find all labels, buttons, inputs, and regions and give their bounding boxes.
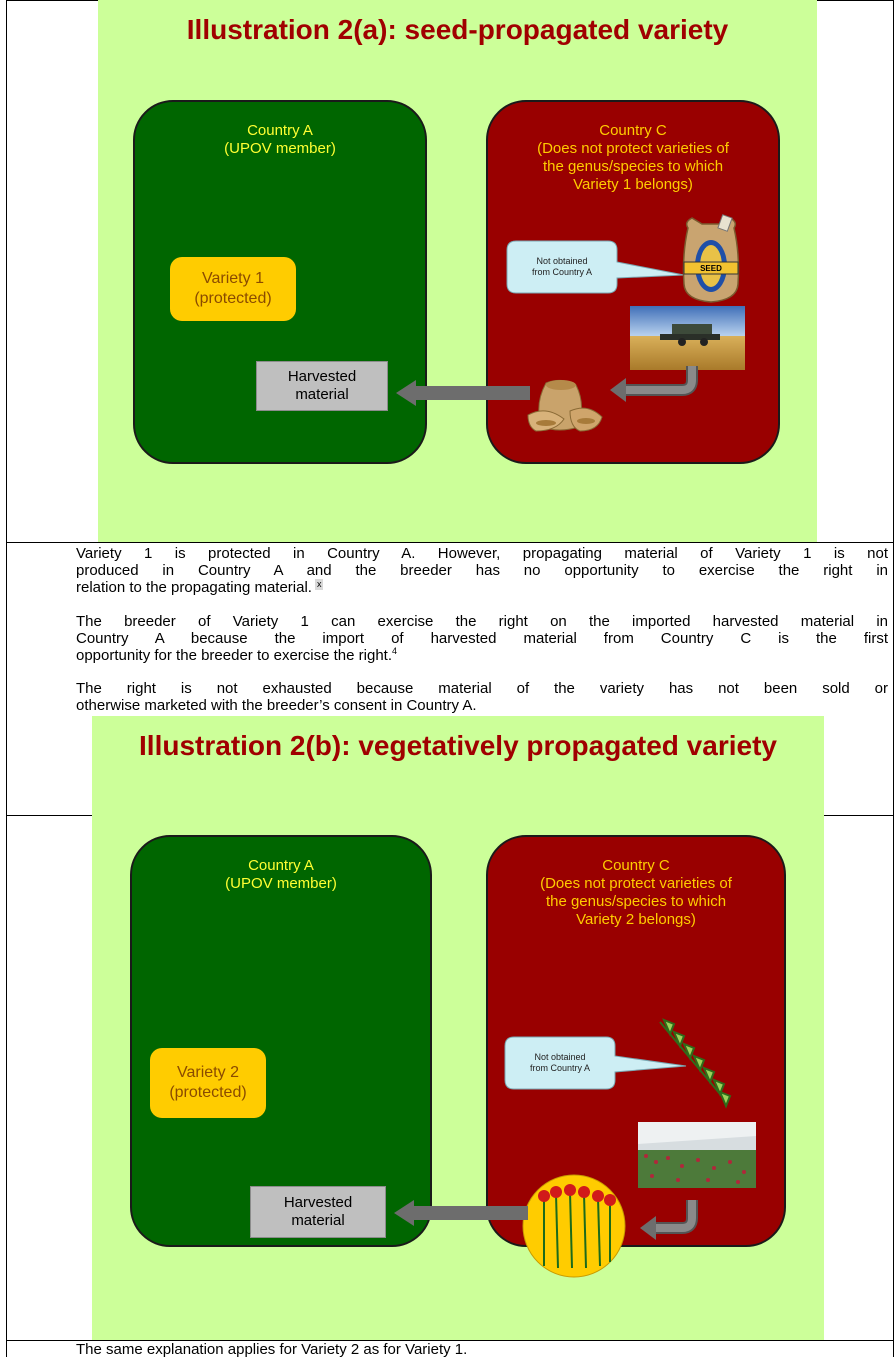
paragraph-3-line-1: The right is not exhausted because mater… (76, 680, 888, 697)
country-c-name: Country C (602, 857, 670, 874)
table-rule-3 (6, 1340, 894, 1341)
curved-arrow-icon (640, 1200, 698, 1240)
speech-bubble-shape (506, 240, 685, 294)
illustration-title: Illustration 2(b): vegetatively propagat… (139, 730, 777, 761)
country-c-note-2: the genus/species to which (542, 158, 724, 175)
variety-status: (protected) (194, 290, 272, 307)
illustration-2a: Illustration 2(a): seed-propagated varie… (98, 0, 817, 542)
paragraph-2-line-2: Country A because the import of harveste… (76, 630, 888, 647)
country-c-name: Country C (599, 122, 667, 139)
seed-label: SEED (700, 264, 722, 273)
paragraph-1-line-2: produced in Country A and the breeder ha… (76, 562, 888, 579)
variety-name: Variety 2 (177, 1064, 239, 1081)
bubble-text-2: from Country A (531, 267, 593, 277)
variety-box: Variety 1 (protected) (170, 257, 296, 321)
country-a-note: (UPOV member) (225, 875, 337, 892)
not-obtained-bubble: Not obtained from Country A (504, 1036, 714, 1096)
greenhouse-photo (638, 1122, 756, 1188)
country-a-note: (UPOV member) (224, 140, 336, 157)
country-a-name: Country A (247, 122, 313, 139)
paragraph-1-line-3: relation to the propagating material. (76, 579, 312, 596)
illustration-title: Illustration 2(a): seed-propagated varie… (186, 14, 729, 45)
country-c-note-1: (Does not protect varieties of (537, 140, 729, 157)
country-c-note-3: Variety 2 belongs) (576, 911, 696, 928)
speech-bubble-shape (504, 1036, 687, 1090)
country-a-name: Country A (248, 857, 314, 874)
harvested-line-2: material (291, 1212, 345, 1229)
paragraph-2-line-3: opportunity for the breeder to exercise … (76, 647, 393, 664)
paragraph-2: The breeder of Variety 1 can exercise th… (76, 613, 888, 664)
paragraph-3-line-2: otherwise marketed with the breeder’s co… (76, 697, 477, 714)
grain-sacks-icon (526, 375, 604, 433)
document-table-frame (6, 0, 894, 1357)
paragraph-1-line-1: Variety 1 is protected in Country A. How… (76, 545, 888, 562)
illustration-2b: Illustration 2(b): vegetatively propagat… (92, 716, 824, 1340)
not-obtained-bubble: Not obtained from Country A (506, 240, 706, 300)
country-c-note-1: (Does not protect varieties of (540, 875, 732, 892)
footnote-marker-x: x (314, 579, 324, 590)
curved-arrow-icon (610, 366, 698, 402)
paragraph-3: The right is not exhausted because mater… (76, 680, 888, 714)
country-c-note-3: Variety 1 belongs) (573, 176, 693, 193)
harvested-line-1: Harvested (283, 1194, 353, 1211)
seed-bag-icon: SEED (680, 214, 742, 304)
variety-status: (protected) (169, 1084, 247, 1101)
country-a-box: Country A (UPOV member) (130, 835, 432, 1247)
country-c-note-2: the genus/species to which (545, 893, 727, 910)
variety-name: Variety 1 (202, 270, 264, 287)
harvested-material-box: Harvested material (256, 361, 388, 411)
paragraph-2-line-1: The breeder of Variety 1 can exercise th… (76, 613, 888, 630)
rose-bundle-icon (522, 1174, 626, 1278)
footnote-ref-4: 4 (392, 646, 398, 656)
import-arrow-icon (394, 1200, 528, 1226)
harvested-material-box: Harvested material (250, 1186, 386, 1238)
bubble-text-1: Not obtained (534, 1052, 586, 1062)
paragraph-4: The same explanation applies for Variety… (76, 1341, 888, 1358)
import-arrow-icon (396, 380, 530, 406)
bubble-text-2: from Country A (529, 1063, 591, 1073)
harvested-line-1: Harvested (287, 368, 357, 385)
harvester-photo (630, 306, 745, 370)
cuttings-icon (654, 1014, 734, 1114)
table-rule-1 (6, 542, 894, 543)
variety-box: Variety 2 (protected) (150, 1048, 266, 1118)
bubble-text-1: Not obtained (536, 256, 588, 266)
paragraph-4-line-1: The same explanation applies for Variety… (76, 1341, 468, 1358)
paragraph-1: Variety 1 is protected in Country A. How… (76, 545, 888, 596)
harvested-line-2: material (295, 386, 349, 403)
